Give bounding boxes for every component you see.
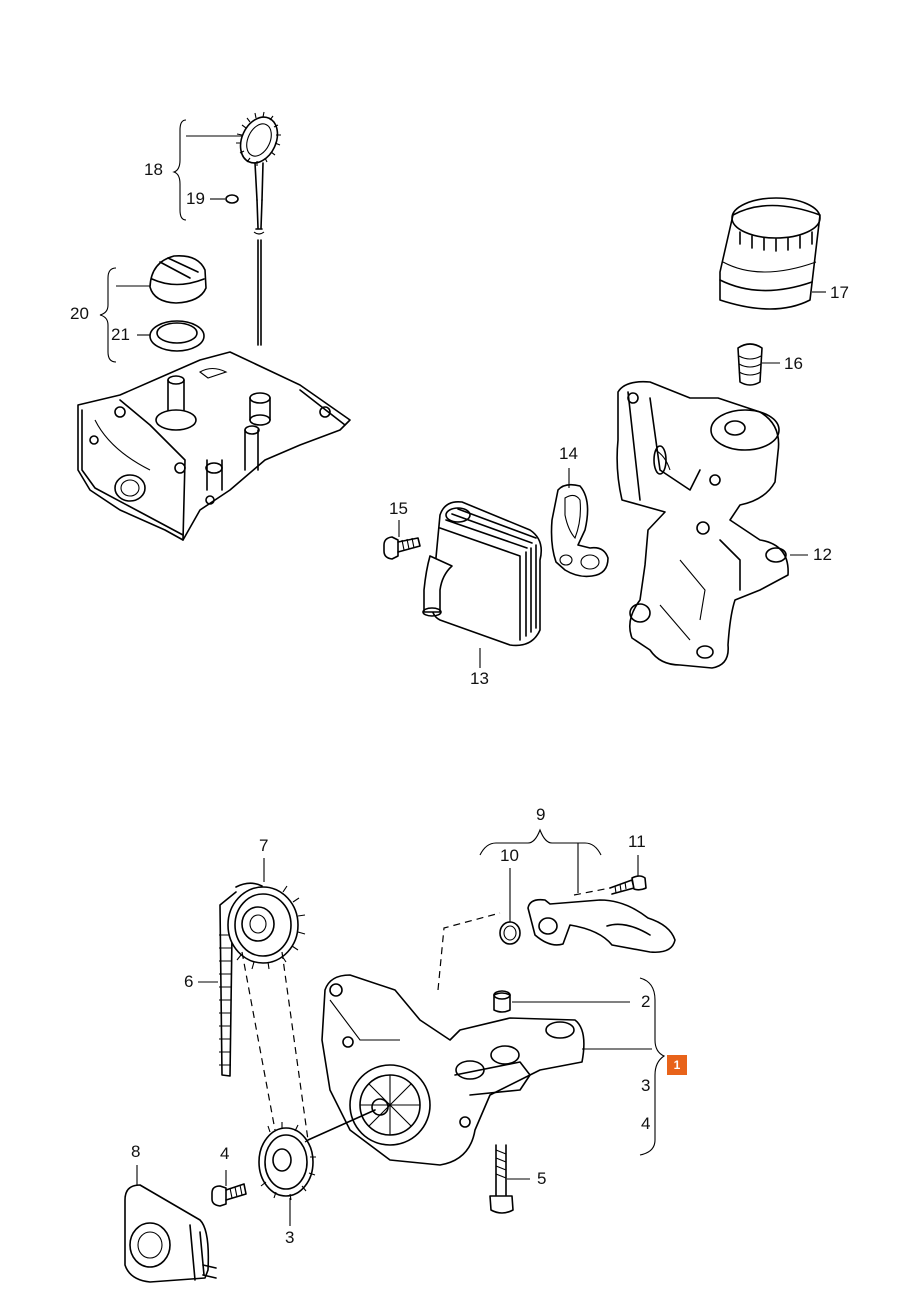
oil-cooler[interactable] <box>422 500 543 647</box>
callout-9[interactable]: 9 <box>536 805 546 824</box>
leaders-top-right <box>398 291 826 668</box>
oil-filter-bracket[interactable] <box>616 380 789 669</box>
sprocket-lower[interactable] <box>258 1122 316 1201</box>
callout-14[interactable]: 14 <box>559 444 578 463</box>
callout-7[interactable]: 7 <box>259 836 269 855</box>
cooler-gasket[interactable] <box>550 483 609 578</box>
chain-cover[interactable] <box>124 1184 217 1283</box>
bolt-4[interactable] <box>211 1183 247 1207</box>
callout-4-left[interactable]: 4 <box>220 1144 230 1163</box>
callout-4-right[interactable]: 4 <box>641 1114 651 1133</box>
callout-18[interactable]: 18 <box>144 160 163 179</box>
seal-ring-21[interactable] <box>149 320 205 352</box>
callout-13[interactable]: 13 <box>470 669 489 688</box>
o-ring-10[interactable] <box>499 921 521 945</box>
assembly-lines <box>241 887 611 1141</box>
oil-filter[interactable] <box>719 197 821 310</box>
bolt-15[interactable] <box>383 536 421 560</box>
callout-21[interactable]: 21 <box>111 325 130 344</box>
callout-5[interactable]: 5 <box>537 1169 547 1188</box>
leaders-top-left <box>99 119 243 363</box>
leaders-bottom <box>136 828 666 1226</box>
callout-3-right[interactable]: 3 <box>641 1076 651 1095</box>
filter-element-pin[interactable] <box>737 343 763 386</box>
callout-3-bottom[interactable]: 3 <box>285 1228 295 1247</box>
callout-12[interactable]: 12 <box>813 545 832 564</box>
sprocket-upper[interactable] <box>227 885 306 970</box>
dipstick-assembly[interactable] <box>233 111 284 346</box>
callout-16[interactable]: 16 <box>784 354 803 373</box>
o-ring-19[interactable] <box>225 194 239 204</box>
oil-intake-pipe[interactable] <box>527 898 676 954</box>
callout-2[interactable]: 2 <box>641 992 651 1011</box>
callout-19[interactable]: 19 <box>186 189 205 208</box>
bolt-5[interactable] <box>489 1144 514 1214</box>
callout-15[interactable]: 15 <box>389 499 408 518</box>
drive-chain[interactable] <box>219 882 263 1077</box>
oil-pump[interactable] <box>307 974 585 1166</box>
callout-8[interactable]: 8 <box>131 1142 141 1161</box>
oil-filler-cap[interactable] <box>149 254 207 304</box>
bolt-11[interactable] <box>609 875 647 895</box>
callout-badge-1[interactable]: 1 <box>667 1055 687 1075</box>
cylinder-head-cover[interactable] <box>77 351 351 541</box>
callout-17[interactable]: 17 <box>830 283 849 302</box>
callout-11[interactable]: 11 <box>628 832 646 851</box>
callout-6[interactable]: 6 <box>184 972 194 991</box>
callout-20[interactable]: 20 <box>70 304 89 323</box>
callout-10[interactable]: 10 <box>500 846 519 865</box>
sleeve-2[interactable] <box>493 990 511 1013</box>
